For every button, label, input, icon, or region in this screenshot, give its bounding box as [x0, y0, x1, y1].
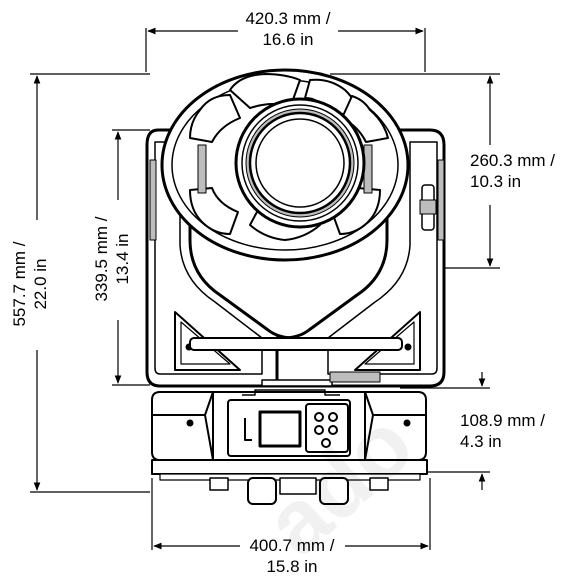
- dim-yoke-height-line1: 339.5 mm /: [92, 216, 111, 302]
- foot-right: [369, 477, 389, 491]
- base-screw-left: [186, 419, 194, 427]
- dimension-lines: [30, 27, 500, 550]
- dim-base-height: 108.9 mm / 4.3 in: [460, 410, 572, 452]
- yoke-crossbar: [189, 337, 403, 351]
- omega-clamp-left: [247, 477, 277, 505]
- dim-base-width: 400.7 mm / 15.8 in: [232, 535, 352, 577]
- right-panel-screw: [404, 343, 412, 351]
- dim-top-width: 420.3 mm / 16.6 in: [228, 8, 348, 50]
- dim-yoke-height: 339.5 mm / 13.4 in: [91, 199, 133, 319]
- lcd-display: [258, 410, 302, 448]
- dim-head-height-line1: 260.3 mm /: [470, 151, 556, 170]
- dim-head-height: 260.3 mm / 10.3 in: [470, 150, 575, 192]
- front-lens: [255, 118, 345, 208]
- fixture-base: [132, 389, 448, 505]
- moving-head-fixture: [132, 68, 448, 505]
- dim-top-width-line2: 16.6 in: [262, 30, 314, 49]
- left-button: [314, 425, 324, 435]
- dim-total-height: 557.7 mm / 22.0 in: [9, 224, 51, 344]
- dim-top-width-line1: 420.3 mm /: [245, 9, 331, 28]
- dim-total-height-line2: 22.0 in: [31, 258, 50, 310]
- dim-head-height-line2: 10.3 in: [470, 172, 522, 191]
- dim-base-height-line2: 4.3 in: [460, 432, 502, 451]
- foot-left: [209, 477, 229, 491]
- dim-base-height-line1: 108.9 mm /: [460, 411, 546, 430]
- dim-yoke-height-line2: 13.4 in: [113, 233, 132, 285]
- omega-clamp-right: [319, 477, 349, 505]
- right-button: [328, 425, 338, 435]
- dim-total-height-line1: 557.7 mm /: [10, 241, 29, 327]
- moving-head: [160, 68, 410, 262]
- enter-button: [321, 438, 331, 448]
- base-screw-right: [403, 419, 411, 427]
- up-button: [328, 412, 338, 422]
- dim-base-width-line2: 15.8 in: [266, 557, 318, 576]
- menu-button: [314, 412, 324, 422]
- dim-base-width-line1: 400.7 mm /: [249, 536, 335, 555]
